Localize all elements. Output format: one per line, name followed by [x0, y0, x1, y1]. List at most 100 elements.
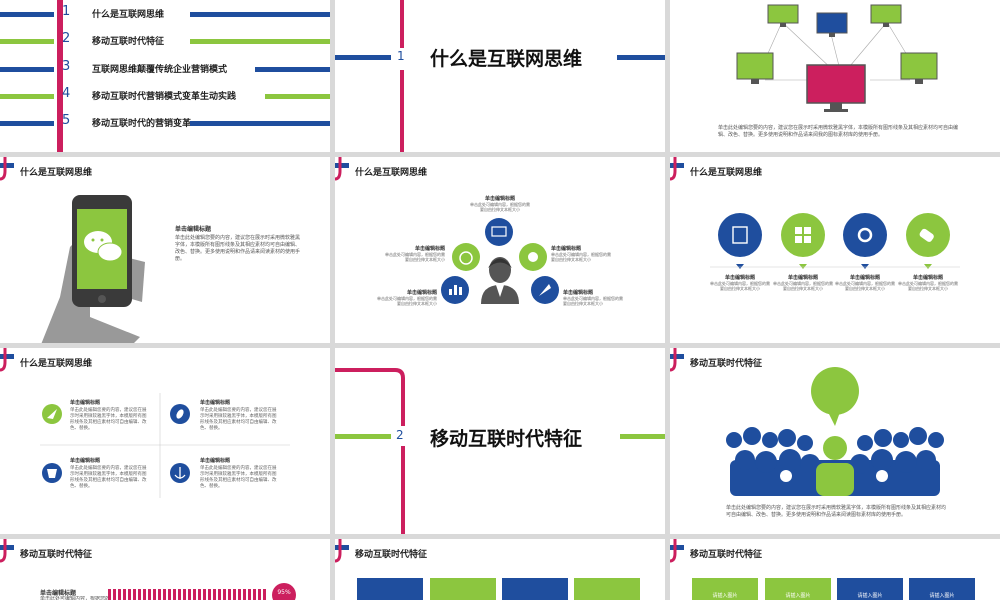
agenda-line-right: [190, 121, 330, 126]
item-title: 单击编辑标题: [406, 290, 437, 296]
agenda-number: 5: [62, 113, 71, 128]
agenda-number: 4: [62, 86, 71, 101]
slide-9-crowd[interactable]: 移动互联时代特征 单击此处编辑您要的内容，建议您在展示时采用微软雅黑字体，本模版…: [670, 348, 1000, 534]
hook-mark: [335, 539, 349, 563]
content-body: 单击此处编辑您要的内容，建议您在展示时采用微软雅黑字体，本模版所有图形线条及其相…: [175, 235, 301, 262]
image-placeholder[interactable]: 请插入图片: [692, 578, 758, 600]
item-title: 单击编辑标题: [551, 246, 582, 252]
section-line-right: [617, 55, 665, 60]
slide-7-grid[interactable]: 什么是互联网思维 单击编辑标题单击此处编辑您要的内容，建议您在展示时采用微软雅黑…: [0, 348, 330, 534]
agenda-line-right: [190, 12, 330, 17]
image-placeholder[interactable]: 请插入图片: [837, 578, 903, 600]
slide-header: 什么是互联网思维: [20, 359, 93, 369]
item-body: 单击此处可编辑内容，根据您的需要自由拉伸文本框大小: [710, 281, 770, 291]
item-title: 单击编辑标题: [414, 246, 445, 252]
image-placeholder[interactable]: 请插入图片: [909, 578, 975, 600]
section-frame-line: [400, 0, 404, 48]
item-body: 单击此处编辑您要的内容，建议您在展示时采用微软雅黑字体，本模版所有图形线条及其相…: [200, 408, 277, 431]
section-title: 移动互联时代特征: [430, 428, 583, 450]
agenda-line-left: [0, 94, 54, 99]
crowd-illustration: [726, 367, 944, 496]
hook-mark: [0, 157, 14, 181]
percent-value: 95%: [277, 589, 291, 596]
agenda-line-left: [0, 39, 54, 44]
agenda-vertical-bar: [57, 0, 63, 152]
hook-mark: [670, 348, 684, 372]
person-icons-illustration: [441, 218, 559, 304]
agenda-line-right: [190, 39, 330, 44]
phone-illustration: [41, 195, 145, 343]
slide-5-person-icons[interactable]: 什么是互联网思维 单击编辑标题单击此处可编辑内容，根据您的需要自由拉伸文本框大小…: [335, 157, 665, 343]
item-title: 单击编辑标题: [849, 275, 880, 281]
people-bar: [108, 589, 268, 600]
slide-header: 什么是互联网思维: [20, 168, 93, 178]
item-title: 单击编辑标题: [912, 275, 943, 281]
item-body: 单击此处可编辑内容，根据您的需要自由拉伸文本框大小: [377, 296, 437, 306]
slide-1-agenda[interactable]: 1 什么是互联网思维 2 移动互联时代特征 3 互联网思维颠覆传统企业营销模式 4 移动互联时…: [0, 0, 330, 152]
agenda-number: 3: [62, 59, 71, 74]
content-body: 单击此处可编辑内容，根据您的需要: [40, 596, 110, 600]
slide-header: 移动互联时代特征: [690, 550, 763, 560]
image-placeholder-label: 请插入图片: [857, 593, 883, 599]
grid-dividers: [40, 393, 290, 498]
item-body: 单击此处可编辑内容，根据您的需要自由拉伸文本框大小: [835, 281, 895, 291]
item-title: 单击编辑标题: [484, 196, 515, 202]
slide-header: 移动互联时代特征: [690, 359, 763, 369]
slide-header: 移动互联时代特征: [355, 550, 428, 560]
hook-mark: [670, 539, 684, 563]
section-title: 什么是互联网思维: [430, 48, 583, 70]
agenda-number: 2: [62, 31, 71, 46]
item-body: 单击此处编辑您要的内容，建议您在展示时采用微软雅黑字体，本模版所有图形线条及其相…: [200, 466, 277, 489]
item-title: 单击编辑标题: [70, 400, 101, 406]
slide-2-section-1[interactable]: 1 什么是互联网思维: [335, 0, 665, 152]
agenda-item-label[interactable]: 移动互联时代特征: [92, 37, 165, 47]
agenda-item-label[interactable]: 什么是互联网思维: [92, 10, 165, 20]
crowd-caption: 单击此处编辑您要的内容，建议您在展示时采用微软雅黑字体，本模版所有图形线条及其相…: [726, 505, 947, 518]
section-frame: [335, 368, 665, 534]
hook-mark: [670, 157, 684, 181]
content-title: 单击编辑标题: [40, 590, 77, 597]
slide-6-four-circles[interactable]: 什么是互联网思维 单击编辑标题单击此处可编辑内容，根据您的需要自由拉伸文本框大小…: [670, 157, 1000, 343]
item-title: 单击编辑标题: [563, 290, 594, 296]
section-number: 1: [397, 49, 405, 63]
item-body: 单击此处可编辑内容，根据您的需要自由拉伸文本框大小: [470, 202, 530, 212]
block-1: [357, 578, 423, 600]
agenda-line-left: [0, 121, 54, 126]
block-2: [430, 578, 496, 600]
item-title: 单击编辑标题: [787, 275, 818, 281]
item-title: 单击编辑标题: [724, 275, 755, 281]
item-title: 单击编辑标题: [70, 458, 101, 464]
agenda-item-label[interactable]: 互联网思维颠覆传统企业营销模式: [92, 65, 228, 75]
item-body: 单击此处可编辑内容，根据您的需要自由拉伸文本框大小: [773, 281, 833, 291]
item-body: 单击此处可编辑内容，根据您的需要自由拉伸文本框大小: [551, 252, 611, 262]
slide-12-image-placeholders[interactable]: 移动互联时代特征 请插入图片请插入图片请插入图片请插入图片: [670, 539, 1000, 600]
image-placeholder-label: 请插入图片: [929, 593, 955, 599]
network-illustration: [736, 4, 938, 112]
hook-mark: [335, 157, 349, 181]
agenda-item-label[interactable]: 移动互联时代营销模式变革生动实践: [92, 92, 237, 102]
image-placeholder-label: 请插入图片: [712, 593, 738, 599]
agenda-line-left: [0, 67, 54, 72]
slide-4-phone[interactable]: 什么是互联网思维 单击编辑标题 单击此处编辑您要的内容，建议您在展示时采用微软雅…: [0, 157, 330, 343]
slide-3-network[interactable]: 单击此处编辑您要的内容，建议您在展示时采用微软雅黑字体，本模版所有图形线条及其相…: [670, 0, 1000, 152]
agenda-number: 1: [62, 4, 71, 19]
hook-mark: [0, 539, 14, 563]
block-4: [574, 578, 640, 600]
item-body: 单击此处编辑您要的内容，建议您在展示时采用微软雅黑字体，本模版所有图形线条及其相…: [70, 408, 147, 431]
section-number: 2: [396, 428, 404, 442]
percent-badge: 95%: [272, 583, 296, 600]
slide-header: 移动互联时代特征: [20, 550, 93, 560]
item-title: 单击编辑标题: [200, 458, 231, 464]
agenda-item-label[interactable]: 移动互联时代的营销变革: [92, 119, 192, 129]
slide-8-section-2[interactable]: 2 移动互联时代特征: [335, 348, 665, 534]
network-caption: 单击此处编辑您要的内容，建议您在展示时采用微软雅黑字体，本模版所有图形线条及其相…: [718, 125, 959, 138]
agenda-line-left: [0, 12, 54, 17]
agenda-line-right: [265, 94, 330, 99]
item-body: 单击此处可编辑内容，根据您的需要自由拉伸文本框大小: [385, 252, 445, 262]
slide-10-percent[interactable]: 移动互联时代特征 单击编辑标题 单击此处可编辑内容，根据您的需要 95%: [0, 539, 330, 600]
section-frame-line: [400, 70, 404, 152]
four-circles-illustration: [710, 213, 960, 269]
block-3: [502, 578, 568, 600]
image-placeholder[interactable]: 请插入图片: [765, 578, 831, 600]
slide-11-blocks[interactable]: 移动互联时代特征: [335, 539, 665, 600]
